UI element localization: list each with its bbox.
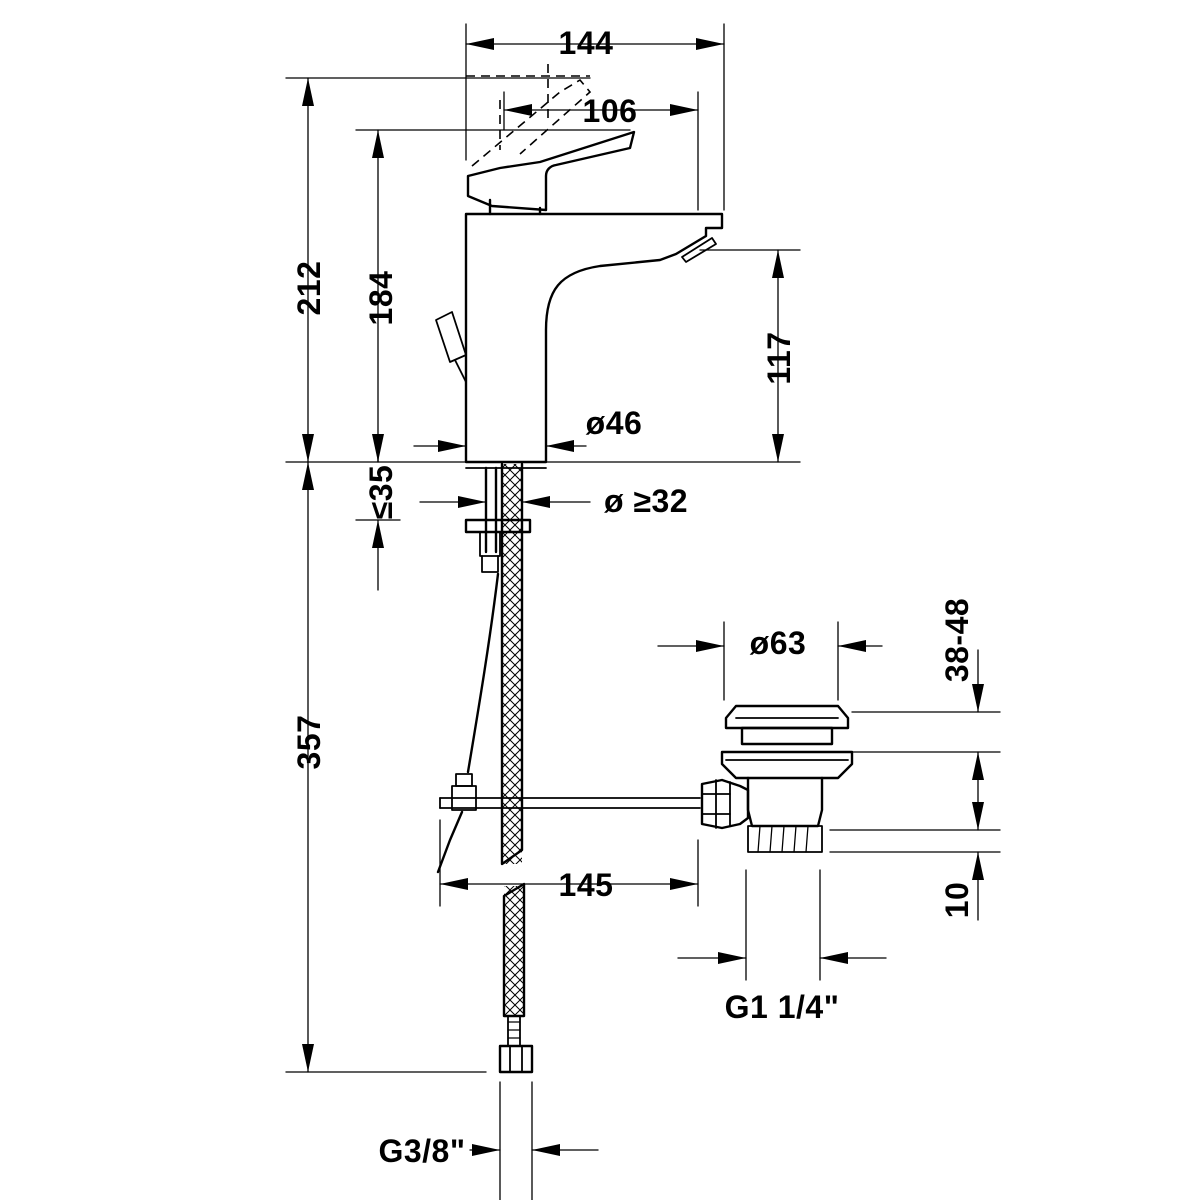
label-body-diameter: ø46 <box>586 405 643 441</box>
label-117: 117 <box>761 331 797 384</box>
label-10: 10 <box>939 882 975 919</box>
label-hole-diameter: ø ≥32 <box>604 483 688 519</box>
label-supply-thread: G3/8" <box>378 1133 465 1169</box>
dimension-arrows <box>302 38 984 1156</box>
supply-hose-lower <box>498 882 534 1074</box>
label-106: 106 <box>583 93 638 129</box>
label-deck-thickness: ≤35 <box>363 465 399 520</box>
label-38-48: 38-48 <box>939 598 975 682</box>
label-waste-diameter: ø63 <box>750 625 807 661</box>
extension-lines <box>285 23 1001 1200</box>
label-144: 144 <box>559 25 614 61</box>
supply-hose-upper <box>500 462 524 866</box>
popup-linkage <box>436 572 701 874</box>
lever-raised-position <box>466 64 592 167</box>
label-184: 184 <box>363 271 399 326</box>
label-357: 357 <box>291 715 327 770</box>
label-145: 145 <box>559 867 614 903</box>
label-212: 212 <box>291 261 327 316</box>
dimension-labels: 144 106 212 184 117 ø46 ø ≥32 ≤35 357 14… <box>291 25 975 1169</box>
faucet-body <box>435 130 724 464</box>
label-waste-thread: G1 1/4" <box>725 989 840 1025</box>
